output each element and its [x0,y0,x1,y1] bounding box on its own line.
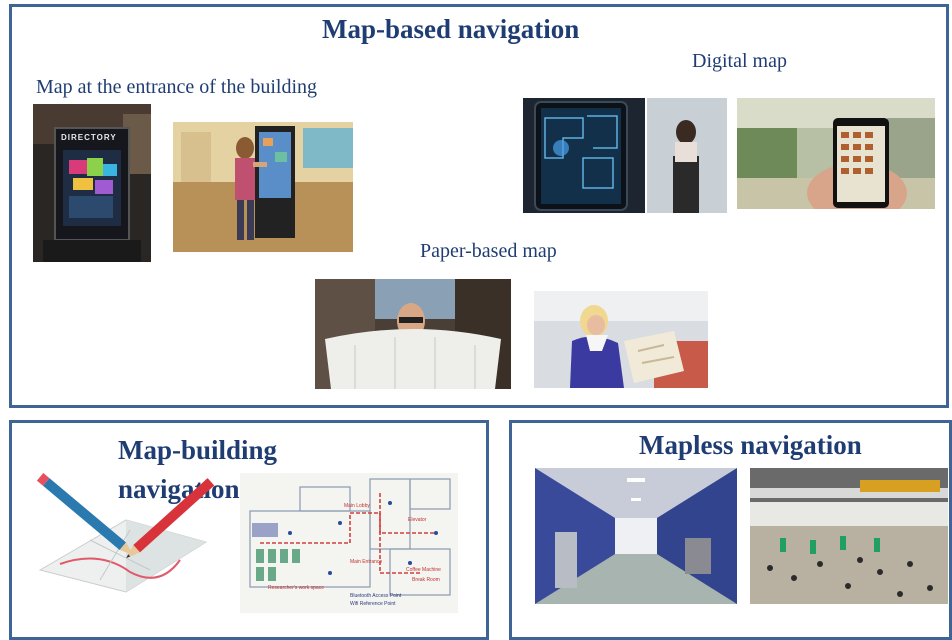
entrance-map-caption: Map at the entrance of the building [36,76,318,98]
floorplan-label-main-lobby: Main Lobby [344,503,370,509]
floorplan-label-elevator: Elevator [408,517,427,523]
floorplan-label-coffee-machine: Coffee Machine [406,567,441,573]
digital-map-caption: Digital map [692,50,787,72]
crowded-hall-photo [750,468,948,604]
woman-paper-map-photo [534,291,708,388]
directory-sign-text: DIRECTORY [61,133,117,142]
floorplan-legend-bluetooth: Bluetooth Access Point [350,593,402,599]
floorplan-label-break-room: Break Room [412,577,440,583]
paper-map-caption: Paper-based map [420,240,557,262]
indoor-floorplan-image: Main Lobby Elevator Main Entrance Coffee… [240,473,458,613]
map-building-navigation-title-line2: navigation [118,474,240,504]
map-based-navigation-title: Map-based navigation [322,14,580,44]
mapless-navigation-title: Mapless navigation [639,430,862,460]
map-building-navigation-title-line1: Map-building [118,435,278,465]
directory-kiosk-photo: DIRECTORY [33,104,151,262]
woman-at-kiosk-photo [173,122,353,252]
hand-phone-store-photo [737,98,935,209]
floorplan-legend-wifi: Wifi Reference Point [350,601,396,607]
digital-map-phone-photo [523,98,727,213]
floorplan-label-main-entrance: Main Entrance [350,559,383,565]
pencil-drawing-map-illustration [30,472,220,600]
floorplan-label-work-space: Researcher's work space [268,585,324,591]
man-paper-map-photo [315,279,511,389]
corridor-photo [535,468,737,604]
